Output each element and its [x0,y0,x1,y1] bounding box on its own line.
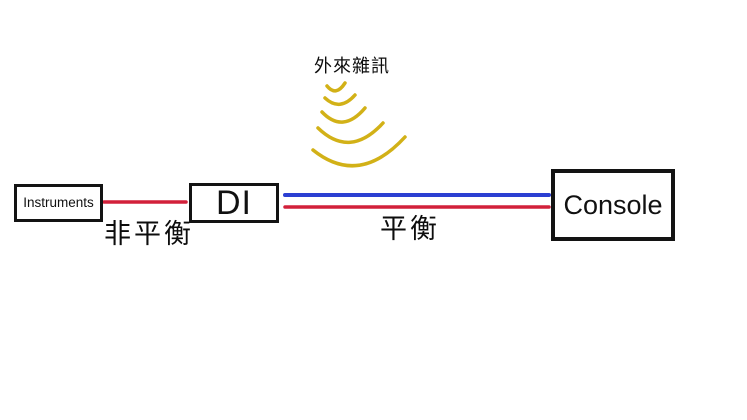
noise-wave-arc-3 [320,106,367,124]
di-box: DI [189,183,279,223]
instruments-box: Instruments [14,184,103,222]
unbalanced-label: 非平衡 [104,219,194,249]
noise-waves-group [311,81,407,168]
noise-wave-arc-1 [325,81,347,93]
console-box-label: Console [563,189,663,220]
balanced-label: 平衡 [380,214,440,244]
noise-wave-arc-5 [311,135,407,168]
instruments-box-label: Instruments [23,195,94,211]
noise-wave-arc-4 [316,121,385,144]
console-box: Console [551,169,675,241]
noise-wave-arc-2 [323,93,357,106]
di-box-label: DI [216,184,252,222]
external-noise-label: 外來雜訊 [314,56,390,76]
